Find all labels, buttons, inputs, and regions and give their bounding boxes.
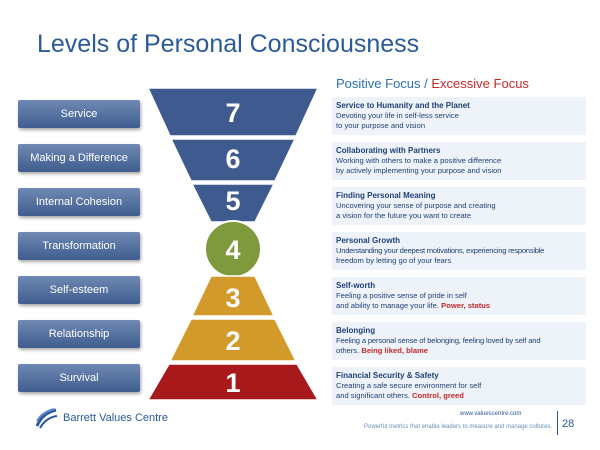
focus-separator: / bbox=[420, 76, 432, 91]
level-2-number: 2 bbox=[225, 326, 240, 356]
level-4-desc-line2: freedom by letting go of your fears bbox=[336, 256, 452, 265]
level-6-desc-line1: Working with others to make a positive d… bbox=[336, 156, 502, 165]
level-5-segment bbox=[190, 183, 276, 223]
level-3-desc-line1: Feeling a positive sense of pride in sel… bbox=[336, 291, 467, 300]
footer-tagline: Powerful metrics that enable leaders to … bbox=[364, 424, 553, 430]
level-4-desc-title: Personal Growth bbox=[336, 236, 401, 245]
level-1-desc-line1: Creating a safe secure environment for s… bbox=[336, 381, 482, 390]
level-7-number: 7 bbox=[225, 98, 240, 128]
level-3-label: Self-esteem bbox=[18, 276, 140, 304]
level-6-number: 6 bbox=[225, 144, 240, 174]
level-7-label: Service bbox=[18, 100, 140, 128]
level-2-excess: Being liked, blame bbox=[361, 346, 429, 355]
level-4-label: Transformation bbox=[18, 232, 140, 260]
level-5-number: 5 bbox=[225, 186, 240, 216]
page-title: Levels of Personal Consciousness bbox=[37, 30, 420, 58]
level-4-desc-line1: Understanding your deepest motivations, … bbox=[336, 246, 545, 255]
level-3-segment bbox=[190, 275, 276, 317]
positive-focus-label: Positive Focus bbox=[336, 76, 421, 91]
level-6-desc-title: Collaborating with Partners bbox=[336, 146, 441, 155]
level-4-number: 4 bbox=[225, 235, 240, 265]
level-2-description: Belonging Feeling a personal sense of be… bbox=[332, 320, 586, 360]
level-5-description: Finding Personal Meaning Uncovering your… bbox=[332, 185, 586, 225]
footer-divider bbox=[557, 411, 558, 435]
level-1-excess: Control, greed bbox=[412, 391, 464, 400]
page-number: 28 bbox=[562, 418, 575, 430]
level-5-label: Internal Cohesion bbox=[18, 188, 140, 216]
level-2-desc-line2: others. bbox=[336, 346, 360, 355]
level-5-desc-line2: a vision for the future you want to crea… bbox=[336, 211, 472, 220]
level-7-desc-line2: to your purpose and vision bbox=[336, 121, 426, 130]
level-1-number: 1 bbox=[225, 368, 240, 398]
level-6-label: Making a Difference bbox=[18, 144, 140, 172]
level-5-desc-line1: Uncovering your sense of purpose and cre… bbox=[336, 201, 496, 210]
level-3-description: Self-worth Feeling a positive sense of p… bbox=[332, 275, 586, 315]
barrett-logo: Barrett Values Centre bbox=[34, 406, 168, 430]
level-1-desc-title: Financial Security & Safety bbox=[336, 371, 439, 380]
logo-text: Barrett Values Centre bbox=[63, 412, 168, 424]
level-4-description: Personal Growth Understanding your deepe… bbox=[332, 230, 586, 270]
level-6-segment bbox=[169, 138, 297, 182]
footer-url[interactable]: www.valuescentre.com bbox=[460, 411, 522, 417]
excessive-focus-label: Excessive Focus bbox=[431, 76, 529, 91]
level-2-desc-title: Belonging bbox=[336, 326, 376, 335]
level-3-desc-title: Self-worth bbox=[336, 281, 376, 290]
level-1-desc-line2: and significant others. bbox=[336, 391, 410, 400]
level-7-description: Service to Humanity and the Planet Devot… bbox=[332, 95, 586, 135]
level-6-description: Collaborating with Partners Working with… bbox=[332, 140, 586, 180]
level-2-label: Relationship bbox=[18, 320, 140, 348]
level-6-desc-line2: by actively implementing your purpose an… bbox=[336, 166, 502, 175]
level-1-segment bbox=[146, 363, 320, 401]
level-1-label: Survival bbox=[18, 364, 140, 392]
level-1-description: Financial Security & Safety Creating a s… bbox=[332, 365, 586, 405]
level-3-desc-line2: and ability to manage your life. bbox=[336, 301, 439, 310]
level-2-desc-line1: Feeling a personal sense of belonging, f… bbox=[336, 336, 541, 345]
level-5-desc-title: Finding Personal Meaning bbox=[336, 191, 436, 200]
level-3-excess: Power, status bbox=[441, 301, 491, 310]
level-7-desc-title: Service to Humanity and the Planet bbox=[336, 101, 470, 110]
level-2-segment bbox=[168, 318, 298, 362]
level-7-desc-line1: Devoting your life in self-less service bbox=[336, 111, 459, 120]
level-3-number: 3 bbox=[225, 283, 240, 313]
focus-header: Positive Focus / Excessive Focus bbox=[336, 76, 529, 91]
level-7-segment bbox=[146, 87, 320, 137]
barrett-logo-icon bbox=[35, 408, 58, 429]
